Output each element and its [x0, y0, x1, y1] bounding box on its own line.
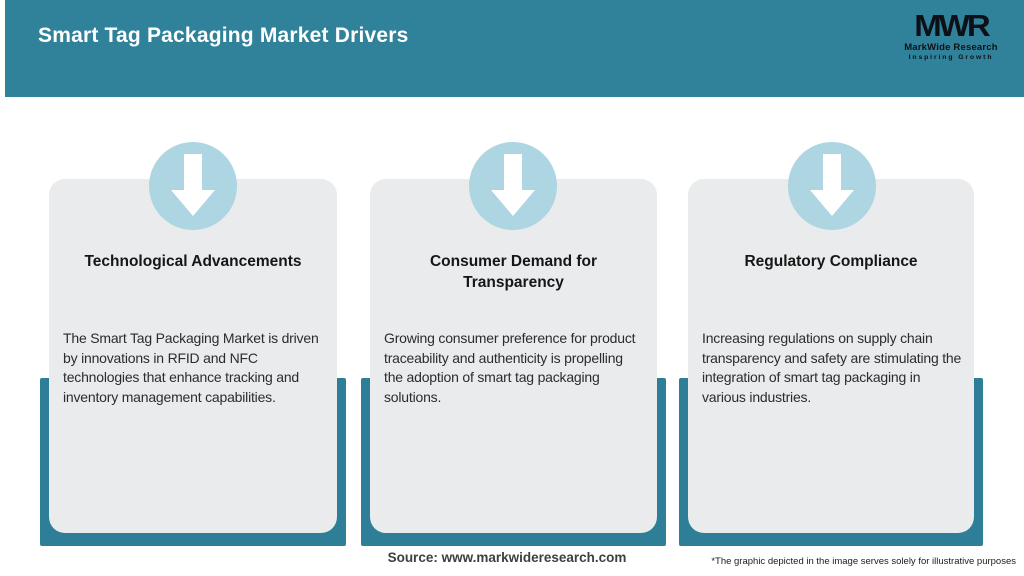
driver-card-consumer-demand: Consumer Demand for Transparency Growing…	[370, 179, 657, 533]
card-title: Technological Advancements	[84, 253, 302, 270]
card-description: The Smart Tag Packaging Market is driven…	[63, 330, 319, 405]
down-arrow-icon	[491, 154, 535, 216]
card-description: Increasing regulations on supply chain t…	[702, 330, 962, 405]
card-title: Regulatory Compliance	[744, 253, 918, 270]
disclaimer-text: *The graphic depicted in the image serve…	[711, 556, 1016, 567]
down-arrow-icon	[171, 154, 215, 216]
source-text: Source: www.markwideresearch.com	[387, 550, 627, 565]
mwr-logo-icon: MWR	[914, 8, 990, 43]
logo-tagline: Inspiring Growth	[908, 54, 994, 61]
card-description: Growing consumer preference for product …	[384, 330, 636, 405]
down-arrow-icon	[810, 154, 854, 216]
markwide-research-logo: MWR MarkWide Research Inspiring Growth	[892, 9, 1010, 61]
down-arrow-badge	[149, 142, 237, 230]
header-bar: Smart Tag Packaging Market Drivers MWR M…	[5, 0, 1024, 97]
page-title: Smart Tag Packaging Market Drivers	[38, 24, 409, 47]
driver-card-regulatory-compliance: Regulatory Compliance Increasing regulat…	[688, 179, 974, 533]
logo-company-name: MarkWide Research	[904, 42, 998, 53]
driver-card-technological-advancements: Technological Advancements The Smart Tag…	[49, 179, 337, 533]
card-title: Consumer Demand for Transparency	[429, 253, 598, 291]
down-arrow-badge	[469, 142, 557, 230]
down-arrow-badge	[788, 142, 876, 230]
